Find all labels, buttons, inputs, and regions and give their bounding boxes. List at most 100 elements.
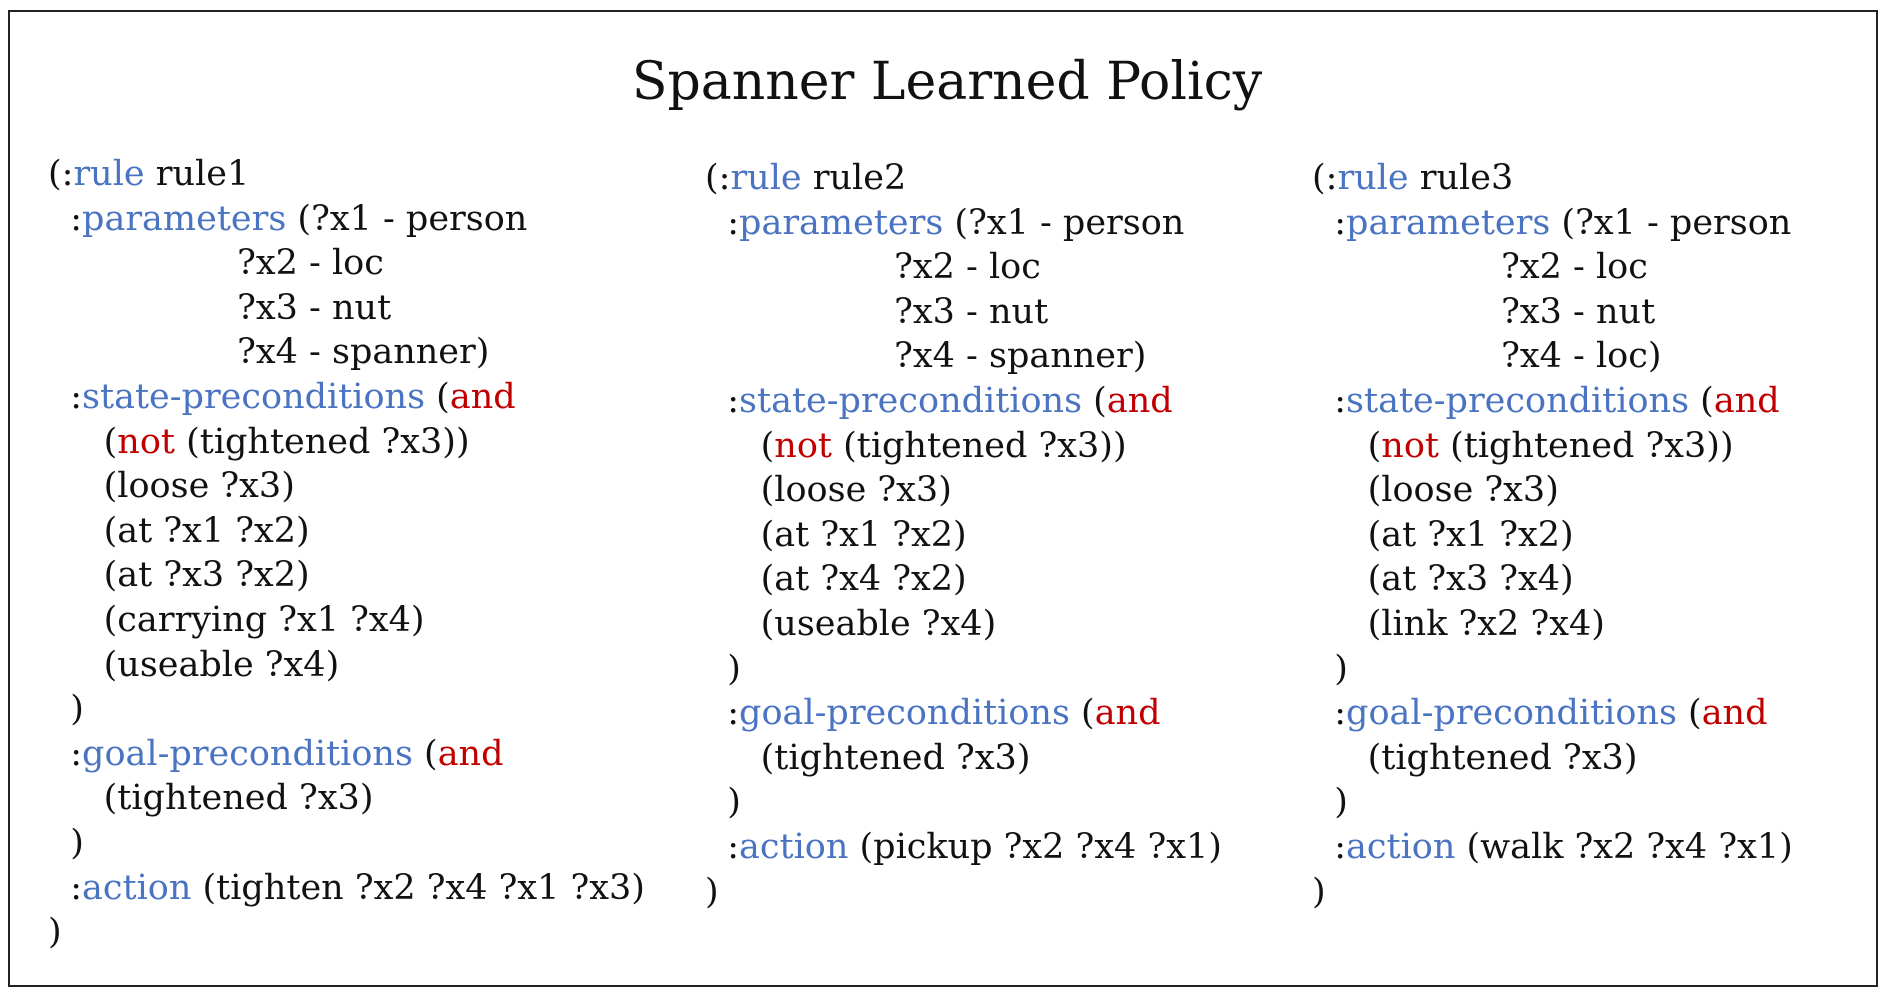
code-line: ?x3 - nut	[1312, 290, 1655, 334]
code-line: :parameters (?x1 - person	[705, 201, 1184, 245]
code-text: (pickup ?x2 ?x4 ?x1)	[848, 827, 1222, 867]
code-line: ?x3 - nut	[705, 290, 1048, 334]
code-text: ?x2 - loc	[1312, 247, 1648, 287]
code-text: rule2	[801, 158, 907, 198]
code-line: :parameters (?x1 - person	[1312, 201, 1791, 245]
code-text: (carrying ?x1 ?x4)	[48, 600, 425, 640]
code-line: )	[705, 780, 741, 824]
keyword-token: action	[82, 868, 192, 908]
code-text: (loose ?x3)	[705, 470, 952, 510]
code-text: (at ?x1 ?x2)	[1312, 515, 1574, 555]
code-text: rule3	[1408, 158, 1514, 198]
code-text: (tightened ?x3))	[1438, 426, 1734, 466]
logic-token: not	[1381, 426, 1439, 466]
code-line: (useable ?x4)	[705, 602, 997, 646]
code-text: )	[48, 823, 84, 863]
code-text: :	[1312, 693, 1347, 733]
figure-title: Spanner Learned Policy	[631, 52, 1263, 112]
code-text: (	[1689, 381, 1714, 421]
code-line: (at ?x1 ?x2)	[1312, 513, 1574, 557]
logic-token: not	[117, 422, 175, 462]
code-text: (:	[705, 158, 731, 198]
code-text: (useable ?x4)	[48, 645, 340, 685]
keyword-token: parameters	[1346, 203, 1551, 243]
code-text: :	[1312, 381, 1347, 421]
code-text: )	[705, 649, 741, 689]
code-line: )	[1312, 780, 1348, 824]
keyword-token: parameters	[739, 203, 944, 243]
code-text: :	[705, 693, 740, 733]
logic-token: not	[774, 426, 832, 466]
code-text: (walk ?x2 ?x4 ?x1)	[1455, 827, 1793, 867]
logic-token: and	[1106, 381, 1173, 421]
code-line: )	[48, 687, 84, 731]
keyword-token: action	[739, 827, 849, 867]
code-text: (tightened ?x3)	[1312, 738, 1638, 778]
code-line: )	[48, 821, 84, 865]
keyword-token: state-preconditions	[1346, 381, 1690, 421]
code-text: ?x3 - nut	[1312, 292, 1656, 332]
keyword-token: goal-preconditions	[82, 734, 413, 774]
code-line: ?x4 - spanner)	[705, 334, 1146, 378]
keyword-token: goal-preconditions	[739, 693, 1070, 733]
code-text: :	[48, 199, 83, 239]
code-line: (carrying ?x1 ?x4)	[48, 598, 425, 642]
code-text: (at ?x1 ?x2)	[48, 511, 310, 551]
code-line: (link ?x2 ?x4)	[1312, 602, 1605, 646]
logic-token: and	[437, 734, 504, 774]
code-text: (?x1 - person	[1550, 203, 1792, 243]
code-line: ?x2 - loc	[705, 245, 1041, 289]
figure-frame	[8, 10, 1878, 987]
logic-token: and	[1094, 693, 1161, 733]
keyword-token: rule	[1337, 158, 1409, 198]
code-line: (:rule rule3	[1312, 156, 1513, 200]
code-text: (link ?x2 ?x4)	[1312, 604, 1605, 644]
code-line: :goal-preconditions (and	[1312, 691, 1767, 735]
code-text: (	[1312, 426, 1382, 466]
code-line: (at ?x1 ?x2)	[48, 509, 310, 553]
code-line: ?x2 - loc	[48, 241, 384, 285]
code-text: ?x4 - loc)	[1312, 336, 1662, 376]
code-line: (at ?x1 ?x2)	[705, 513, 967, 557]
code-text: :	[705, 381, 740, 421]
code-text: (?x1 - person	[943, 203, 1185, 243]
code-text: :	[705, 203, 740, 243]
code-line: (tightened ?x3)	[1312, 736, 1638, 780]
code-line: :goal-preconditions (and	[48, 732, 504, 776]
code-line: )	[1312, 647, 1348, 691]
code-text: (	[1069, 693, 1095, 733]
code-line: :goal-preconditions (and	[705, 691, 1161, 735]
code-line: (loose ?x3)	[705, 468, 952, 512]
code-line: :state-preconditions (and	[705, 379, 1173, 423]
code-line: :action (walk ?x2 ?x4 ?x1)	[1312, 825, 1793, 869]
code-line: ?x4 - spanner)	[48, 330, 489, 374]
code-text: (loose ?x3)	[48, 466, 295, 506]
code-text: :	[48, 377, 83, 417]
code-line: (tightened ?x3)	[48, 776, 374, 820]
code-text: (useable ?x4)	[705, 604, 997, 644]
code-line: (not (tightened ?x3))	[1312, 424, 1734, 468]
code-text: rule1	[144, 154, 250, 194]
code-line: (:rule rule1	[48, 152, 249, 196]
code-text: (	[412, 734, 438, 774]
code-text: ?x4 - spanner)	[48, 332, 490, 372]
code-text: ?x2 - loc	[705, 247, 1041, 287]
code-text: (tightened ?x3)	[705, 738, 1031, 778]
code-text: (	[1676, 693, 1702, 733]
code-line: (at ?x3 ?x4)	[1312, 557, 1574, 601]
code-line: (not (tightened ?x3))	[705, 424, 1127, 468]
code-line: :state-preconditions (and	[48, 375, 515, 419]
code-text: )	[705, 782, 741, 822]
code-text: )	[48, 912, 62, 952]
code-text: (	[1082, 381, 1107, 421]
code-line: (loose ?x3)	[48, 464, 295, 508]
code-line: (not (tightened ?x3))	[48, 420, 470, 464]
logic-token: and	[1713, 381, 1780, 421]
code-line: )	[1312, 870, 1326, 914]
code-line: (at ?x4 ?x2)	[705, 557, 967, 601]
code-line: )	[705, 647, 741, 691]
code-text: (at ?x1 ?x2)	[705, 515, 967, 555]
keyword-token: parameters	[82, 199, 287, 239]
code-text: )	[1312, 649, 1348, 689]
code-text: (tightened ?x3)	[48, 778, 374, 818]
